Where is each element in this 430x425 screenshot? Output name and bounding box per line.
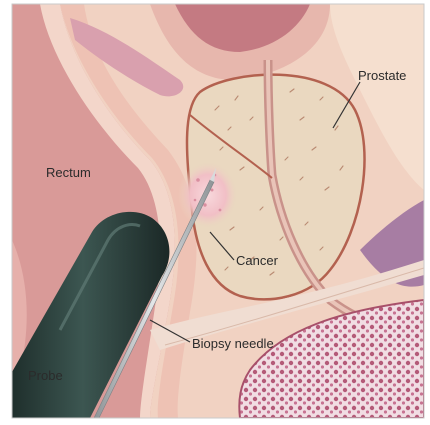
cancer-label: Cancer <box>236 253 279 268</box>
cancer-region <box>178 161 238 229</box>
biopsy-needle-label: Biopsy needle <box>192 336 274 351</box>
rectum-label: Rectum <box>46 165 91 180</box>
probe-label: Probe <box>28 368 63 383</box>
prostate-label: Prostate <box>358 68 406 83</box>
